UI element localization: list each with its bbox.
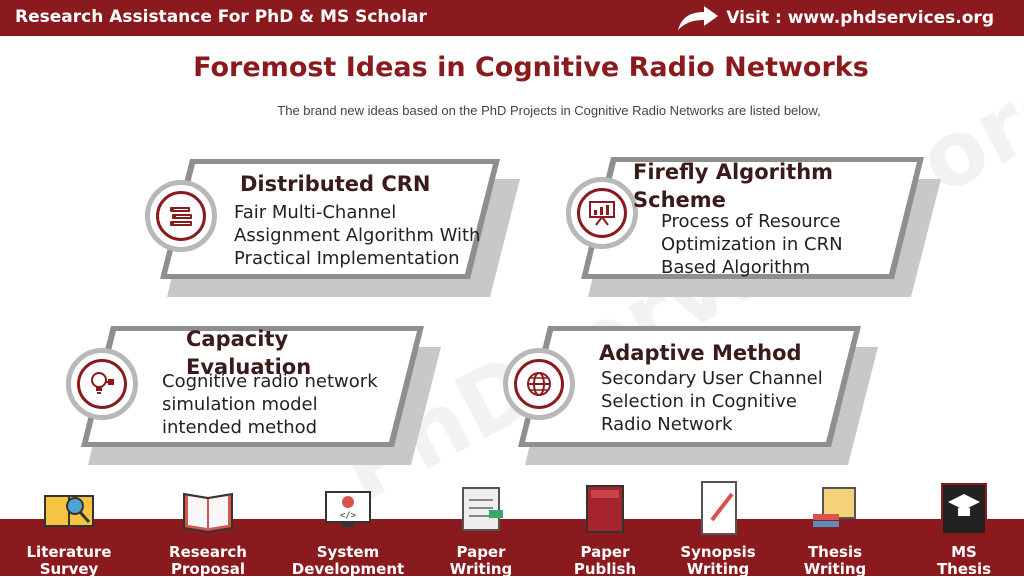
visit-url: Visit : www.phdservices.org: [726, 8, 994, 28]
card-title: Adaptive Method: [599, 341, 802, 365]
footer-label: Synopsis Writing: [680, 543, 756, 578]
page-subtitle: The brand new ideas based on the PhD Pro…: [277, 103, 821, 118]
footer-label: Research Proposal: [169, 543, 247, 578]
bulb-icon: [91, 372, 114, 394]
footer-label: MS Thesis: [936, 543, 992, 578]
footer-label: System Development: [291, 543, 405, 578]
card-frame: [518, 326, 878, 465]
svg-text:</>: </>: [340, 511, 357, 521]
scroll-books-icon: [813, 487, 856, 527]
books-icon: [170, 207, 192, 226]
card-frame: [160, 159, 520, 297]
card-frame: [81, 326, 441, 465]
card-title: Capacity Evaluation: [186, 327, 312, 379]
journal-icon: [586, 485, 624, 533]
footer-label: Literature Survey: [26, 543, 112, 578]
paper-pen-icon: [701, 481, 737, 535]
footer-item-literature-survey[interactable]: Literature Survey: [9, 480, 129, 578]
card-title: Distributed CRN: [240, 172, 431, 196]
footer-label: Paper Publish: [573, 543, 637, 578]
footer-item-paper-writing[interactable]: Paper Writing: [421, 480, 541, 578]
idea-card-distributed-crn: Distributed CRN Fair Multi-Channel Assig…: [145, 155, 525, 305]
footer-item-paper-publish[interactable]: Paper Publish: [545, 480, 665, 578]
clipboard-hand-icon: [462, 487, 503, 531]
footer-item-system-development[interactable]: </> System Development: [288, 480, 408, 578]
header-bar: Research Assistance For PhD & MS Scholar…: [0, 0, 1024, 36]
card-description: Secondary User Channel Selection in Cogn…: [601, 368, 823, 435]
card-icon-ring: [503, 348, 575, 420]
card-icon-ring: [145, 180, 217, 252]
arrow-icon: [678, 6, 719, 30]
footer-item-thesis-writing[interactable]: Thesis Writing: [775, 480, 895, 578]
card-icon-ring: [566, 177, 638, 249]
idea-card-firefly-algorithm: Firefly Algorithm Scheme Process of Reso…: [566, 155, 946, 305]
monitor-code-icon: </>: [325, 491, 371, 527]
footer-label: Paper Writing: [449, 543, 513, 578]
footer-item-synopsis-writing[interactable]: Synopsis Writing: [658, 480, 778, 578]
card-title: Firefly Algorithm Scheme: [633, 160, 834, 212]
globe-icon: [527, 372, 551, 396]
card-frame: [581, 157, 941, 297]
footer-item-research-proposal[interactable]: Research Proposal: [148, 480, 268, 578]
graduation-book-icon: [941, 483, 987, 535]
idea-card-adaptive-method: Adaptive Method Secondary User Channel S…: [503, 323, 883, 473]
page-title: Foremost Ideas in Cognitive Radio Networ…: [193, 52, 869, 83]
idea-card-capacity-evaluation: Capacity Evaluation Cognitive radio netw…: [66, 323, 446, 473]
brand-text: Research Assistance For PhD & MS Scholar: [15, 7, 427, 27]
card-description: Process of Resource Optimization in CRN …: [661, 211, 843, 278]
visit-link[interactable]: Visit : www.phdservices.org: [676, 4, 994, 32]
magnifier-book-icon: [44, 495, 94, 527]
open-book-icon: [183, 492, 233, 534]
card-description: Fair Multi-Channel Assignment Algorithm …: [234, 202, 481, 269]
presentation-icon: [589, 201, 615, 226]
footer-label: Thesis Writing: [803, 543, 867, 578]
card-icon-ring: [66, 348, 138, 420]
footer-bar: [0, 519, 1024, 576]
footer-item-ms-thesis[interactable]: MS Thesis: [904, 480, 1024, 578]
card-description: Cognitive radio network simulation model…: [162, 371, 378, 438]
